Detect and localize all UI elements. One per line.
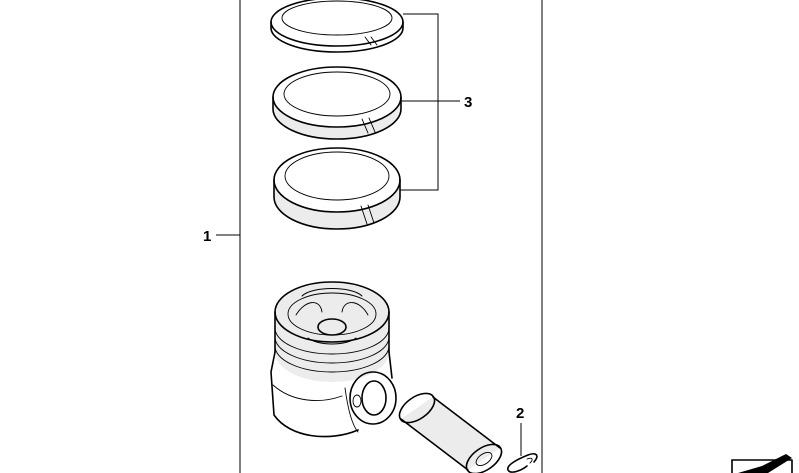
circlip — [507, 453, 538, 473]
piston-ring-3 — [273, 147, 401, 230]
callout-1: 1 — [203, 228, 211, 245]
leader-rings — [400, 13, 460, 191]
callout-2: 2 — [516, 405, 524, 422]
piston-ring-1 — [270, 0, 404, 53]
piston — [270, 281, 397, 438]
piston-set-frame — [239, 0, 543, 473]
corner-symbol-icon — [731, 454, 793, 473]
piston-ring-2 — [272, 66, 402, 140]
callout-3: 3 — [464, 94, 472, 111]
piston-pin — [398, 392, 503, 473]
